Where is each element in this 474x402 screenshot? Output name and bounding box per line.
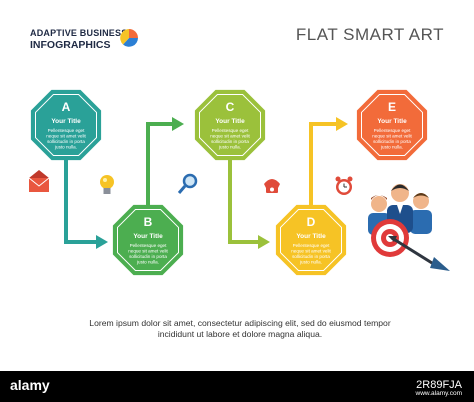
- caption-line-1: Lorem ipsum dolor sit amet, consectetur …: [89, 318, 391, 328]
- step-a: A Your Title Pellentesque eget neque sit…: [30, 89, 102, 161]
- step-e-shape: [356, 89, 428, 161]
- footer-image-id: 2R89FJA: [416, 379, 462, 391]
- step-e-letter: E: [388, 100, 396, 114]
- connector-c-d: [228, 160, 260, 244]
- arrowhead-d: [258, 235, 270, 249]
- arrowhead-b: [96, 235, 108, 249]
- step-b-text-2: neque sit amet velit: [128, 249, 168, 254]
- step-c-text-1: Pellentesque eget: [212, 128, 250, 133]
- step-d-text-4: justo nulla.: [299, 260, 322, 265]
- step-c-letter: C: [226, 100, 235, 114]
- team-target-icon: [368, 184, 450, 271]
- step-e-text-4: justo nulla.: [380, 145, 403, 150]
- step-d-text-1: Pellentesque eget: [293, 243, 331, 248]
- step-c-shape: [194, 89, 266, 161]
- step-c-inner: [199, 94, 261, 156]
- footer-logo: alamy: [10, 377, 50, 393]
- step-b-letter: B: [144, 215, 153, 229]
- step-b-text-1: Pellentesque eget: [130, 243, 168, 248]
- step-d-text-2: neque sit amet velit: [291, 249, 331, 254]
- arrowhead-e: [336, 117, 348, 131]
- magnifier-icon: [177, 173, 198, 194]
- step-b: B Your Title Pellentesque eget neque sit…: [112, 204, 184, 276]
- step-e-text-1: Pellentesque eget: [374, 128, 412, 133]
- step-c-text-2: neque sit amet velit: [210, 134, 250, 139]
- brand: ADAPTIVE BUSINESS INFOGRAPHICS: [30, 27, 127, 51]
- caption-line-2: incididunt ut labore et dolore magna ali…: [157, 329, 323, 339]
- step-e-inner: [361, 94, 423, 156]
- caption: Lorem ipsum dolor sit amet, consectetur …: [40, 318, 440, 340]
- step-a-text-3: sollicitudin in porta: [47, 139, 85, 144]
- step-e-title: Your Title: [377, 118, 407, 125]
- pie-chart-icon: [120, 29, 138, 47]
- step-e: E Your Title Pellentesque eget neque sit…: [356, 89, 428, 161]
- step-b-title: Your Title: [133, 233, 163, 240]
- step-d-shape: [275, 204, 347, 276]
- telephone-icon: [264, 179, 280, 193]
- step-d-inner: [280, 209, 342, 271]
- connector-b-c: [146, 122, 174, 205]
- step-b-inner: [117, 209, 179, 271]
- step-c-text-4: justo nulla.: [218, 145, 241, 150]
- connector-d-e: [309, 122, 338, 205]
- arrowhead-c: [172, 117, 184, 131]
- brand-line1: ADAPTIVE BUSINESS: [30, 28, 128, 38]
- step-e-text-2: neque sit amet velit: [372, 134, 412, 139]
- alarm-clock-icon: [335, 176, 353, 195]
- step-e-text-3: sollicitudin in porta: [373, 139, 411, 144]
- step-a-title: Your Title: [51, 118, 81, 125]
- step-b-shape: [112, 204, 184, 276]
- step-c-title: Your Title: [215, 118, 245, 125]
- step-d-letter: D: [307, 215, 316, 229]
- brand-line2: INFOGRAPHICS: [30, 39, 111, 51]
- step-b-text-4: justo nulla.: [136, 260, 159, 265]
- step-a-letter: A: [62, 100, 71, 114]
- step-d-title: Your Title: [296, 233, 326, 240]
- step-b-text-3: sollicitudin in porta: [129, 254, 167, 259]
- step-d-text-3: sollicitudin in porta: [292, 254, 330, 259]
- step-c-text-3: sollicitudin in porta: [211, 139, 249, 144]
- step-a-text-2: neque sit amet velit: [46, 134, 86, 139]
- footer-bar: alamy 2R89FJA www.alamy.com: [0, 371, 474, 402]
- connector-a-b: [64, 160, 98, 244]
- step-d: D Your Title Pellentesque eget neque sit…: [275, 204, 347, 276]
- footer-url: www.alamy.com: [415, 390, 462, 397]
- step-a-inner: [35, 94, 97, 156]
- step-a-text-4: justo nulla.: [54, 145, 77, 150]
- step-a-shape: [30, 89, 102, 161]
- light-bulb-icon: [100, 175, 114, 194]
- page-title: FLAT SMART ART: [295, 25, 444, 44]
- step-c: C Your Title Pellentesque eget neque sit…: [194, 89, 266, 161]
- envelope-icon: [28, 170, 50, 192]
- step-a-text-1: Pellentesque eget: [48, 128, 86, 133]
